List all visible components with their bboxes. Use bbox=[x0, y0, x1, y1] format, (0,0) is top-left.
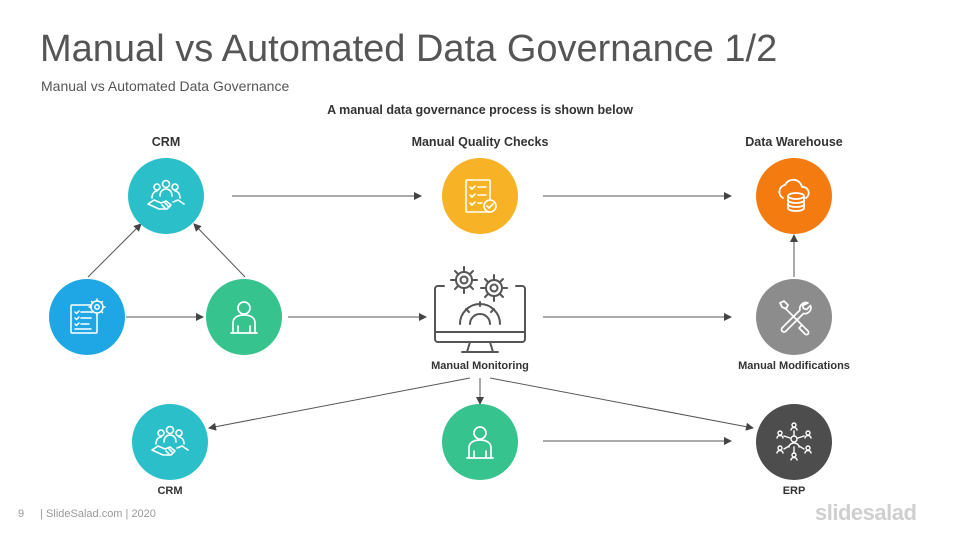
footer: 9 | SlideSalad.com | 2020 bbox=[18, 508, 156, 520]
manual-monitoring-node bbox=[430, 262, 530, 358]
brand-logo: slidesalad bbox=[815, 500, 917, 525]
arrow-monitoring-to-erp bbox=[489, 377, 754, 431]
footer-text: | SlideSalad.com | 2020 bbox=[40, 508, 156, 520]
page-number: 9 bbox=[18, 508, 25, 520]
crm-bottom-label: CRM bbox=[157, 485, 183, 497]
user-bottom-node bbox=[442, 404, 518, 480]
slide-title: Manual vs Automated Data Governance 1/2 bbox=[40, 28, 778, 70]
crm-bottom-node bbox=[132, 404, 208, 480]
checklist-icon bbox=[465, 179, 497, 213]
manual-modifications-node bbox=[756, 279, 832, 355]
network-people-icon bbox=[776, 422, 812, 461]
quality-checks-node bbox=[442, 158, 518, 234]
handshake-people-icon bbox=[151, 425, 189, 456]
user-icon bbox=[230, 301, 258, 334]
arrow-monitoring-to-crm-bottom bbox=[208, 377, 471, 431]
handshake-people-icon bbox=[147, 179, 185, 210]
database-cloud-icon bbox=[778, 178, 810, 212]
data-warehouse-label: Data Warehouse bbox=[745, 135, 843, 149]
tools-icon bbox=[779, 300, 812, 336]
erp-node bbox=[756, 404, 832, 480]
arrow-source-to-crm bbox=[87, 223, 142, 278]
crm-top-node bbox=[128, 158, 204, 234]
document-gear-icon bbox=[70, 298, 106, 334]
quality-checks-label: Manual Quality Checks bbox=[411, 135, 549, 149]
manual-monitoring-label: Manual Monitoring bbox=[431, 360, 529, 372]
arrow-user-to-crm bbox=[193, 223, 246, 278]
manual-modifications-label: Manual Modifications bbox=[738, 360, 850, 372]
user-middle-node bbox=[206, 279, 282, 355]
data-warehouse-node bbox=[756, 158, 832, 234]
diagram-caption: A manual data governance process is show… bbox=[327, 103, 633, 117]
monitor-gears-icon bbox=[434, 266, 526, 353]
slide-subtitle: Manual vs Automated Data Governance bbox=[41, 78, 290, 94]
erp-label: ERP bbox=[782, 485, 806, 497]
user-icon bbox=[466, 426, 494, 459]
data-source-node bbox=[49, 279, 125, 355]
crm-top-label: CRM bbox=[151, 135, 181, 149]
